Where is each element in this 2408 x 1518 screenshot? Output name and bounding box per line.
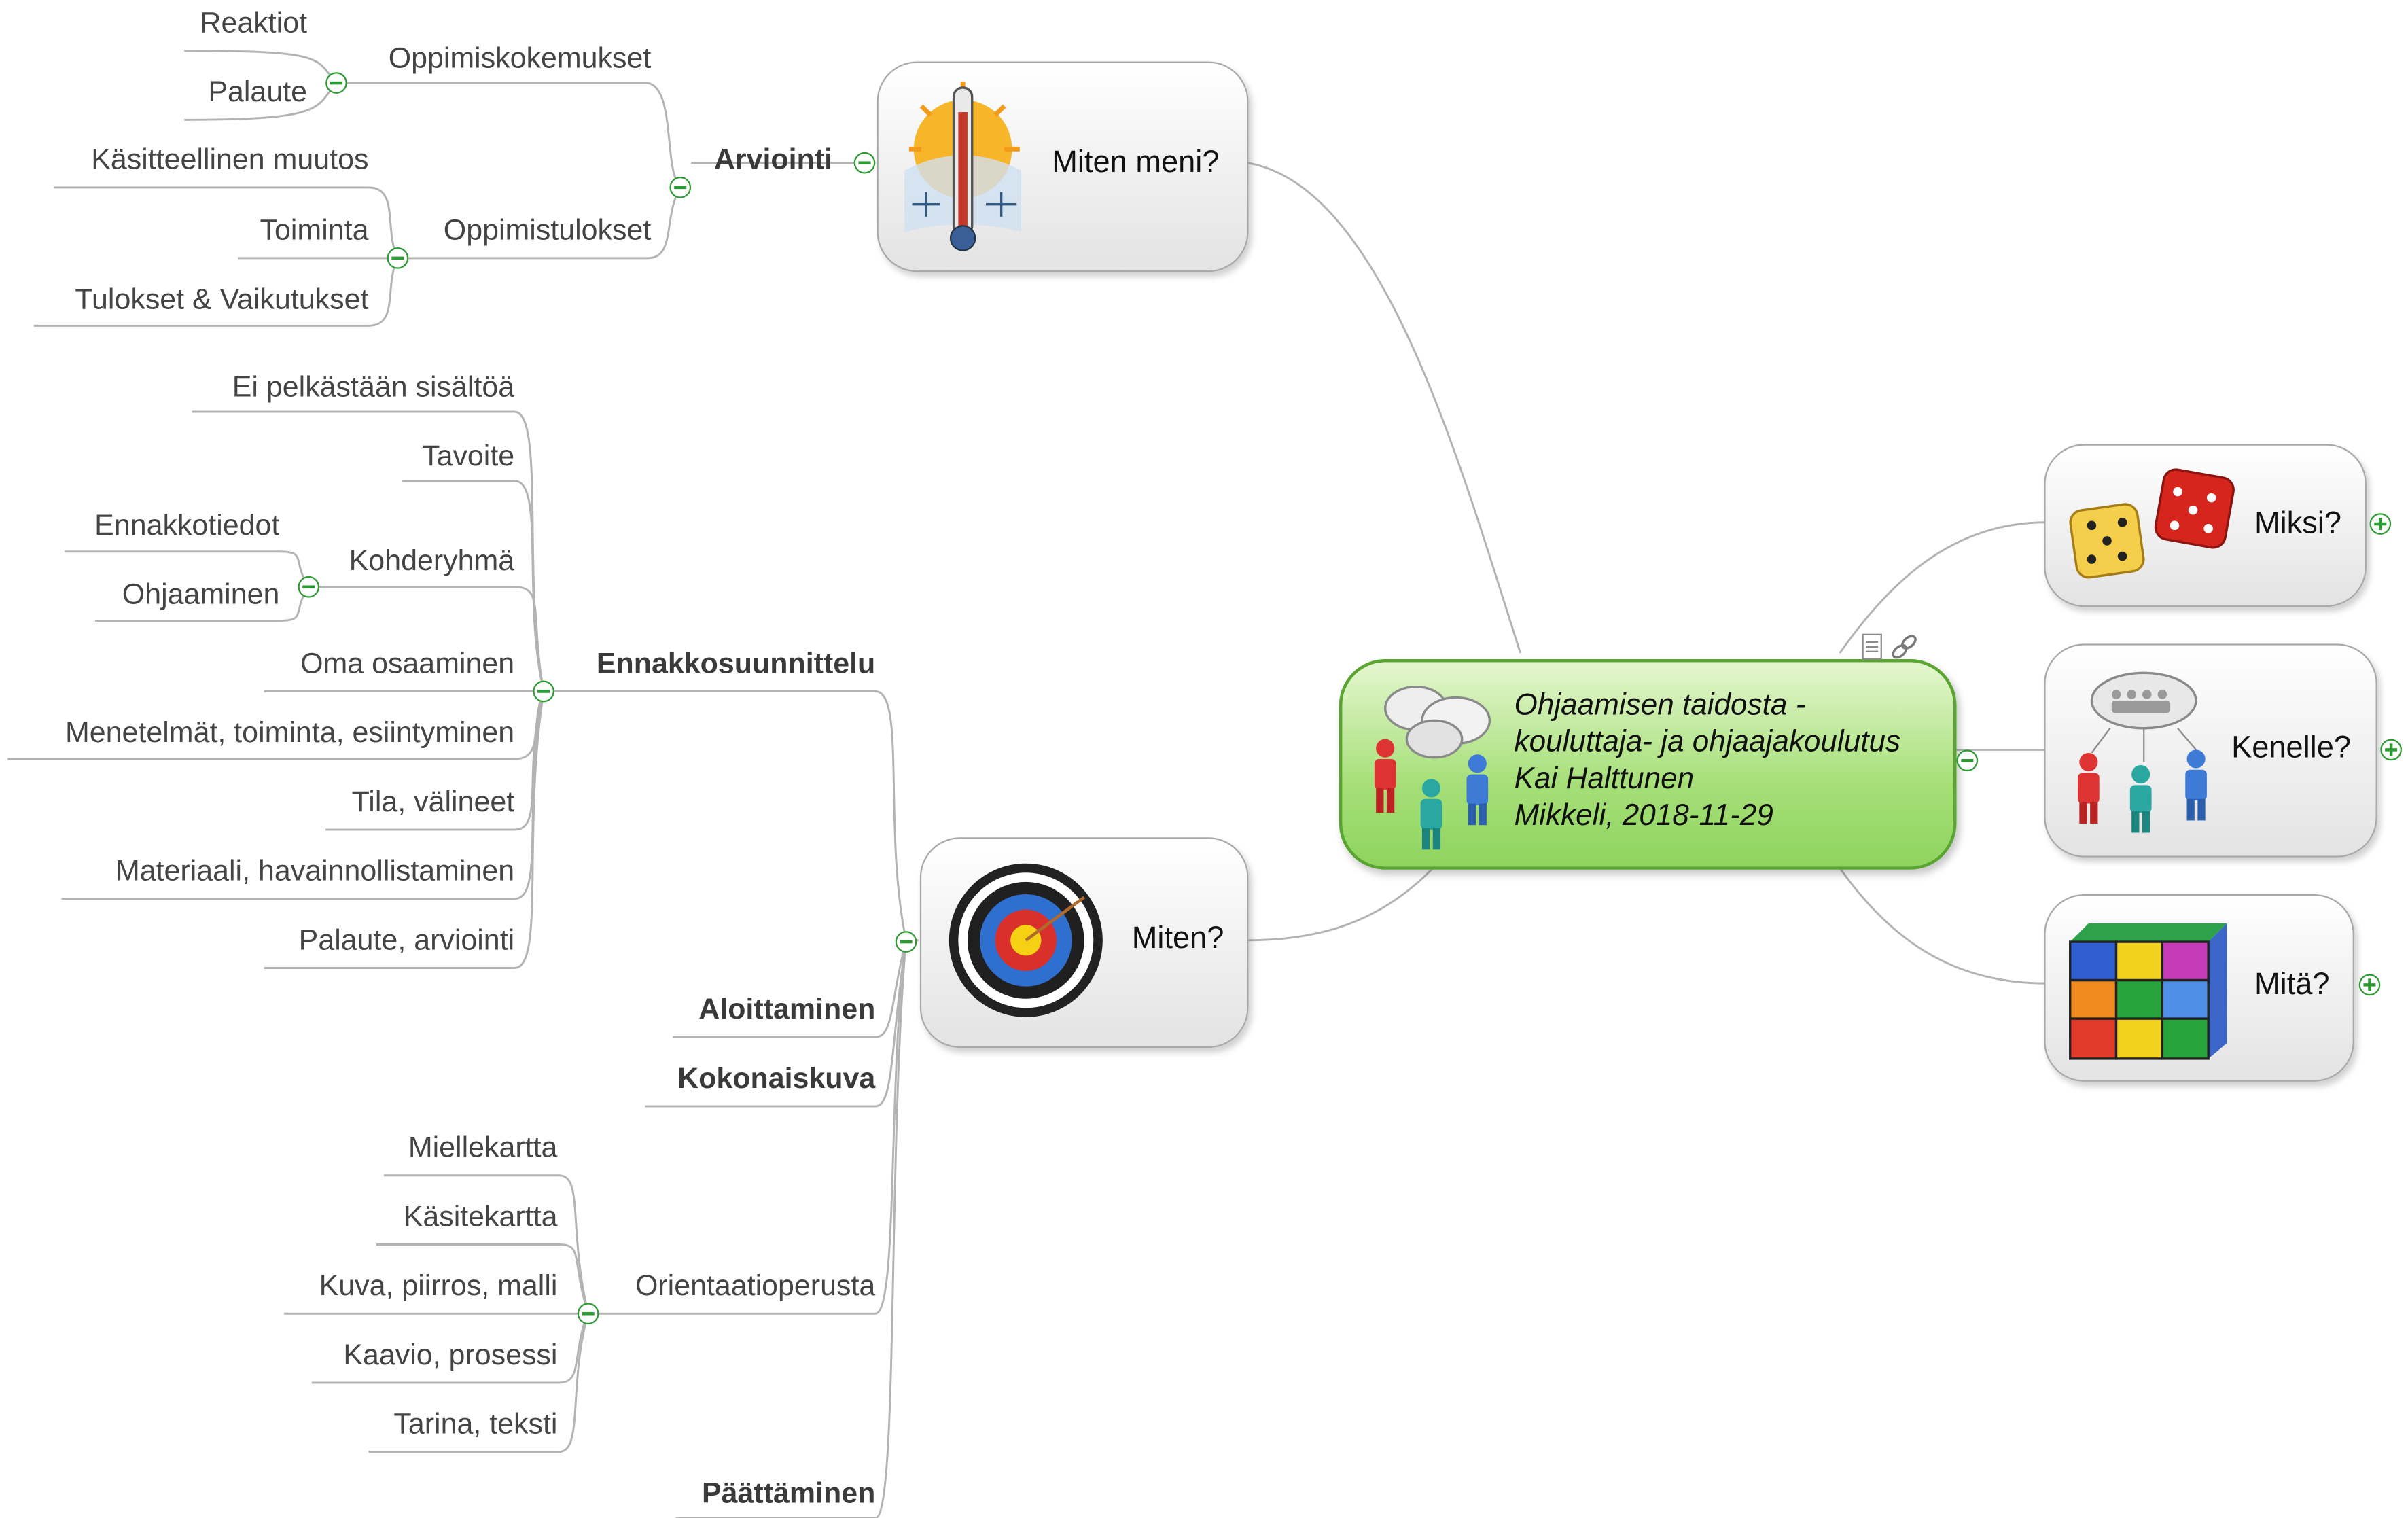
node-palaute-arviointi[interactable]: Palaute, arviointi — [298, 925, 515, 957]
target-icon — [949, 863, 1103, 1017]
topic-miksi[interactable]: Miksi? — [2044, 444, 2367, 607]
collapse-oppimistulokset-toggle[interactable] — [387, 247, 409, 269]
node-menetelmat[interactable]: Menetelmät, toiminta, esiintyminen — [65, 717, 515, 750]
topic-miten-meni[interactable]: Miten meni? — [877, 61, 1249, 272]
node-tulokset-vaikutukset[interactable]: Tulokset & Vaikutukset — [75, 284, 369, 317]
topic-mita[interactable]: Mitä? — [2044, 894, 2354, 1082]
node-kuva-piirros-malli[interactable]: Kuva, piirros, malli — [319, 1270, 558, 1303]
topic-label: Miksi? — [2254, 507, 2342, 541]
collapse-ennakkosuunnittelu-toggle[interactable] — [533, 680, 554, 703]
central-author-line: Kai Halttunen — [1514, 762, 1695, 796]
node-kasitekartta[interactable]: Käsitekartta — [403, 1201, 558, 1234]
node-oma-osaaminen[interactable]: Oma osaaminen — [300, 648, 515, 681]
note-attachment-icon[interactable] — [1860, 630, 1921, 664]
expand-mita-toggle[interactable] — [2358, 974, 2381, 996]
connector — [1839, 521, 2046, 654]
central-topic-text: Ohjaamisen taidosta - kouluttaja- ja ohj… — [1515, 687, 1900, 834]
collapse-orientaatioperusta-toggle[interactable] — [577, 1303, 599, 1325]
node-kokonaiskuva[interactable]: Kokonaiskuva — [677, 1063, 876, 1096]
node-arviointi[interactable]: Arviointi — [713, 144, 833, 177]
collapse-kohderyhma-toggle[interactable] — [298, 576, 320, 598]
node-tavoite[interactable]: Tavoite — [422, 440, 515, 474]
thermometer-sun-icon — [904, 81, 1022, 251]
expand-kenelle-toggle[interactable] — [2380, 739, 2402, 761]
rubik-cube-icon — [2069, 923, 2227, 1060]
expand-miksi-toggle[interactable] — [2369, 513, 2392, 535]
topic-label: Miten? — [1131, 921, 1224, 956]
collapse-oppimiskokemukset-toggle[interactable] — [325, 72, 347, 94]
node-oppimiskokemukset[interactable]: Oppimiskokemukset — [388, 43, 652, 75]
node-kasitteellinen-muutos[interactable]: Käsitteellinen muutos — [91, 144, 369, 177]
topic-kenelle[interactable]: Kenelle? — [2044, 643, 2377, 858]
node-tarina-teksti[interactable]: Tarina, teksti — [393, 1409, 558, 1441]
node-aloittaminen[interactable]: Aloittaminen — [698, 993, 876, 1027]
node-tila-valineet[interactable]: Tila, välineet — [351, 786, 515, 819]
central-topic[interactable]: Ohjaamisen taidosta - kouluttaja- ja ohj… — [1339, 659, 1957, 870]
topic-miten[interactable]: Miten? — [919, 837, 1249, 1048]
node-kohderyhma[interactable]: Kohderyhmä — [349, 545, 515, 578]
node-ei-pelkastaan-sisaltoa[interactable]: Ei pelkästään sisältöä — [232, 372, 515, 404]
central-place-date-line: Mikkeli, 2018-11-29 — [1514, 798, 1773, 833]
node-paattaminen[interactable]: Päättäminen — [701, 1478, 876, 1511]
central-subtitle-line: kouluttaja- ja ohjaajakoulutus — [1514, 725, 1901, 759]
node-toiminta[interactable]: Toiminta — [260, 215, 369, 248]
node-ennakkosuunnittelu[interactable]: Ennakkosuunnittelu — [596, 648, 876, 681]
dice-icon — [2069, 468, 2235, 579]
node-ennakkotiedot[interactable]: Ennakkotiedot — [94, 510, 280, 543]
node-kaavio-prosessi[interactable]: Kaavio, prosessi — [343, 1339, 558, 1373]
audience-icon — [2078, 671, 2207, 833]
node-oppimistulokset[interactable]: Oppimistulokset — [443, 215, 652, 248]
topic-label: Kenelle? — [2231, 731, 2352, 766]
node-miellekartta[interactable]: Miellekartta — [408, 1132, 558, 1165]
collapse-miten-toggle[interactable] — [895, 931, 917, 953]
collapse-arviointi-toggle[interactable] — [853, 152, 876, 174]
central-title-line: Ohjaamisen taidosta - — [1514, 688, 1806, 722]
topic-label: Miten meni? — [1052, 145, 1220, 180]
collapse-arviointi-children-toggle[interactable] — [669, 177, 692, 198]
connector — [1247, 864, 1437, 942]
topic-label: Mitä? — [2254, 968, 2330, 1002]
collapse-central-toggle[interactable] — [1956, 749, 1979, 772]
node-ohjaaminen[interactable]: Ohjaaminen — [122, 579, 280, 612]
connector — [1839, 867, 2046, 985]
connector — [1247, 162, 1521, 654]
node-materiaali[interactable]: Materiaali, havainnollistaminen — [115, 855, 515, 888]
people-discussion-icon — [1374, 686, 1491, 850]
node-palaute[interactable]: Palaute — [208, 77, 308, 109]
node-orientaatioperusta[interactable]: Orientaatioperusta — [635, 1270, 876, 1303]
node-reaktiot[interactable]: Reaktiot — [200, 7, 308, 40]
